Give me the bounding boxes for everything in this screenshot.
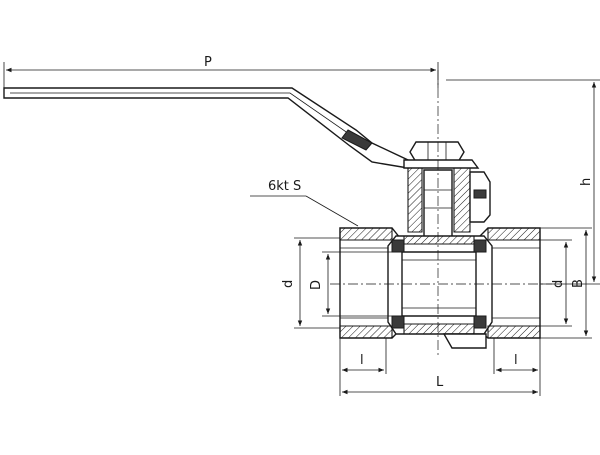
label-B: B (571, 279, 586, 288)
label-d-left: d (281, 280, 296, 288)
dimension-d-left: d (281, 237, 340, 329)
hex-leader: 6kt S (250, 179, 359, 227)
stem-housing (407, 167, 491, 245)
dimension-l-right: l (493, 338, 541, 396)
label-p: P (204, 55, 212, 70)
label-D: D (309, 280, 324, 290)
dimension-L: L (342, 375, 538, 395)
valve-body (339, 227, 541, 349)
label-h: h (579, 178, 594, 186)
dimension-p: P (3, 55, 439, 88)
stem-nut (403, 141, 480, 169)
dimension-D: D (309, 251, 402, 317)
dimension-l-left: l (339, 338, 387, 396)
dimension-h: h (446, 79, 600, 285)
label-hex: 6kt S (268, 179, 301, 194)
label-L: L (436, 375, 444, 390)
lever-handle (3, 87, 409, 169)
dimension-B: B (540, 227, 592, 339)
label-l-right: l (514, 353, 518, 368)
dimension-d-right: d (540, 239, 572, 327)
label-d-right: d (551, 280, 566, 288)
label-l-left: l (360, 353, 364, 368)
